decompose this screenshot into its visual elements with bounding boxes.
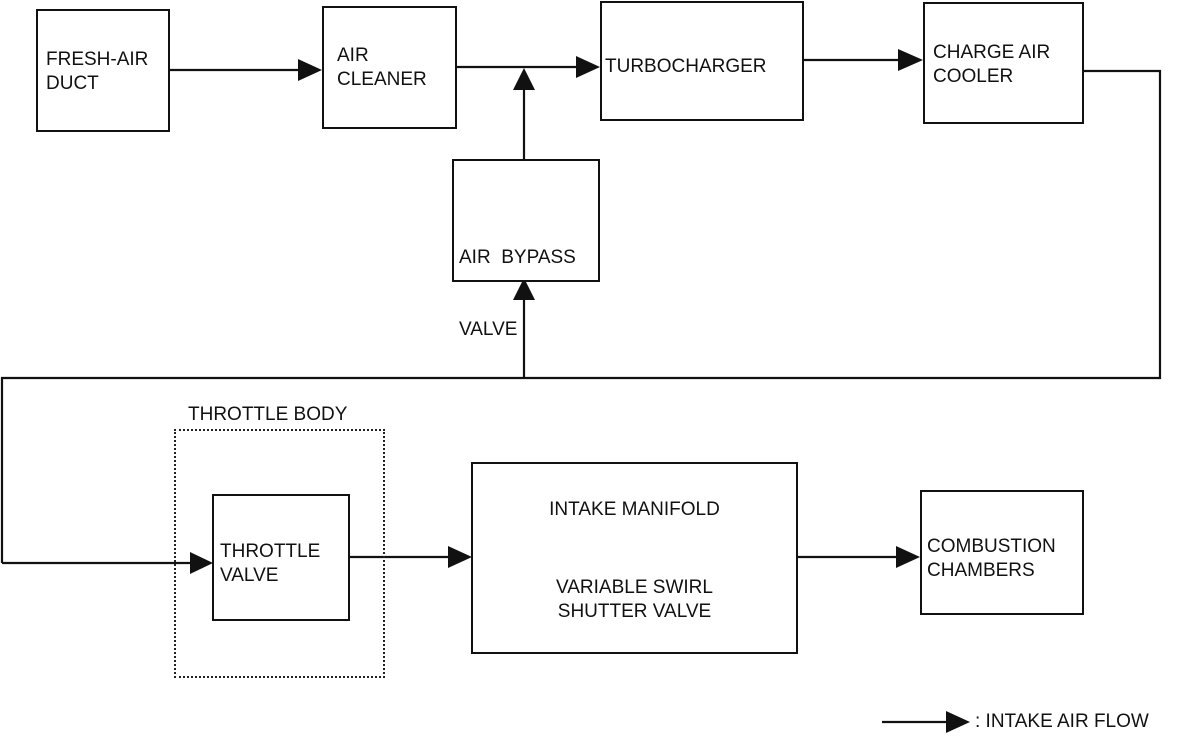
fresh-air-duct-block: [36, 9, 170, 132]
variable-swirl-line1: VARIABLE SWIRL: [556, 577, 713, 598]
throttle-valve-block: [212, 494, 350, 621]
throttle-body-label: THROTTLE BODY: [188, 404, 348, 425]
charge-air-cooler-block: [923, 2, 1084, 124]
turbocharger-line1: TURBOCHARGER: [605, 56, 767, 77]
combustion-chambers-label: COMBUSTION CHAMBERS: [927, 535, 1056, 583]
air-bypass-valve-line1: AIR BYPASS: [459, 247, 576, 268]
combustion-chambers-block: [920, 490, 1084, 615]
throttle-body-group: [174, 429, 385, 678]
air-cleaner-line2: CLEANER: [337, 69, 427, 90]
legend-arrowhead: [946, 711, 970, 733]
legend-text: : INTAKE AIR FLOW: [975, 711, 1149, 732]
variable-swirl-shutter-valve-label: VARIABLE SWIRL SHUTTER VALVE: [471, 576, 798, 624]
intake-manifold-label: INTAKE MANIFOLD: [549, 499, 720, 520]
arrowhead-to-turbo: [576, 56, 600, 78]
turbocharger-label: TURBOCHARGER: [605, 55, 767, 79]
throttle-valve-line1: THROTTLE: [220, 541, 321, 562]
arrowhead-to-throttle: [190, 552, 213, 574]
charge-air-cooler-line2: COOLER: [933, 66, 1014, 87]
throttle-valve-label: THROTTLE VALVE: [220, 540, 320, 588]
arrowhead-to-chambers: [896, 546, 920, 568]
air-cleaner-block: [322, 6, 457, 129]
arrowhead-to-cleaner: [298, 59, 322, 81]
intake-manifold-block: [471, 462, 798, 654]
air-bypass-valve-line2: VALVE: [459, 319, 518, 340]
arrowhead-to-bypass: [513, 278, 535, 300]
arrowhead-to-manifold: [448, 546, 472, 568]
line-cooler-return: [0, 69, 1162, 563]
charge-air-cooler-label: CHARGE AIR COOLER: [933, 41, 1050, 89]
variable-swirl-line2: SHUTTER VALVE: [557, 601, 712, 622]
arrowhead-bypass-up: [513, 68, 535, 90]
fresh-air-duct-line2: DUCT: [46, 73, 99, 94]
air-cleaner-line1: AIR: [337, 45, 369, 66]
turbocharger-block: [600, 1, 804, 121]
fresh-air-duct-line1: FRESH-AIR: [46, 49, 149, 70]
combustion-chambers-line2: CHAMBERS: [927, 560, 1035, 581]
arrowhead-to-cooler: [898, 49, 923, 71]
combustion-chambers-line1: COMBUSTION: [927, 536, 1056, 557]
fresh-air-duct-label: FRESH-AIR DUCT: [46, 48, 148, 96]
air-cleaner-label: AIR CLEANER: [337, 44, 427, 92]
air-bypass-valve-block: [452, 159, 600, 282]
charge-air-cooler-line1: CHARGE AIR: [933, 42, 1051, 63]
throttle-valve-line2: VALVE: [220, 565, 279, 586]
air-bypass-valve-label: AIR BYPASS VALVE: [459, 198, 576, 390]
